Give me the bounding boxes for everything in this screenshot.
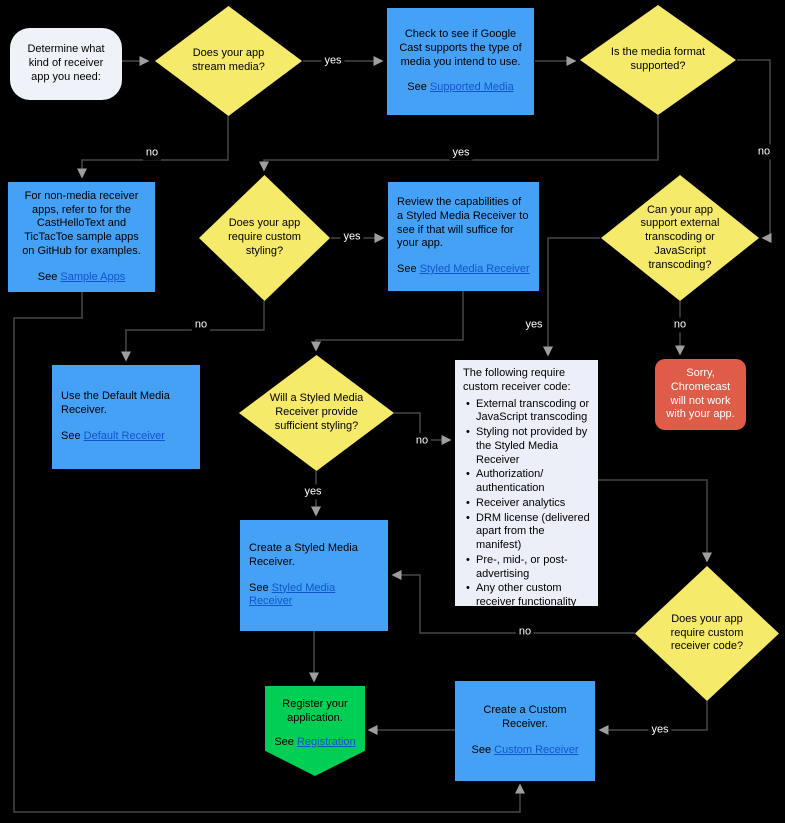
requirement-item: External transcoding or JavaScript trans… xyxy=(465,398,590,426)
decision-text: Is the media format supported? xyxy=(610,46,706,72)
edge-format-yes xyxy=(259,115,659,172)
edge-label-format-yes: yes xyxy=(449,145,473,161)
process-text: Review the capabilities of a Styled Medi… xyxy=(397,196,529,250)
terminal-text: Register your application. xyxy=(282,698,348,724)
process-text: Create a Styled Media Receiver. xyxy=(249,542,358,568)
requirement-item: Styling not provided by the Styled Media… xyxy=(465,426,590,467)
terminal-text: Sorry, Chromecast will not work with you… xyxy=(666,367,735,421)
see-line: See Styled Media Receiver xyxy=(397,263,530,277)
decision-text: Will a Styled Media Receiver provide suf… xyxy=(269,392,364,432)
process-text: Use the Default Media Receiver. xyxy=(61,390,170,417)
see-line: See Supported Media xyxy=(396,81,525,95)
list-title: The following require custom receiver co… xyxy=(463,367,571,393)
custom-receiver-link[interactable]: Custom Receiver xyxy=(494,743,579,756)
edge-label-sufficient-yes: yes xyxy=(301,484,325,500)
process-review-styled-receiver: Review the capabilities of a Styled Medi… xyxy=(388,182,539,291)
edge-transcoding-yes xyxy=(543,237,600,357)
requirement-item: Authorization/​authentication xyxy=(465,468,590,496)
info-custom-receiver-requirements: The following require custom receiver co… xyxy=(455,360,598,608)
requirement-item: Pre-, mid-, or post-advertising xyxy=(465,554,590,582)
edge-review-to-sufficient xyxy=(311,291,464,352)
edge-label-styling-no: no xyxy=(191,317,211,333)
process-non-media-sample-apps: For non-media receiver apps, refer to fo… xyxy=(8,182,155,292)
process-check-supported-media: Check to see if Google Cast supports the… xyxy=(387,8,534,115)
edge-label-sufficient-no: no xyxy=(412,433,432,449)
process-default-media-receiver: Use the Default Media Receiver. See Defa… xyxy=(52,365,200,469)
styled-media-receiver-link[interactable]: Styled Media Receiver xyxy=(249,581,336,608)
edge-code-yes xyxy=(598,701,708,735)
styled-media-receiver-link[interactable]: Styled Media Receiver xyxy=(419,263,530,276)
start-node: Determine what kind of receiver app you … xyxy=(10,28,122,100)
edge-label-stream-yes: yes xyxy=(321,53,345,69)
see-line: See Styled Media Receiver xyxy=(249,582,379,610)
requirement-item: Any other custom receiver functionality xyxy=(465,582,590,610)
decision-text: Does your app require custom styling? xyxy=(228,217,301,257)
edge-samples-to-custom xyxy=(13,292,525,813)
edge-label-format-no: no xyxy=(754,144,774,160)
edge-label-styling-yes: yes xyxy=(340,229,364,245)
registration-link[interactable]: Registration xyxy=(296,735,356,748)
supported-media-link[interactable]: Supported Media xyxy=(429,81,514,94)
see-line: See Sample Apps xyxy=(17,271,146,285)
see-line: See Custom Receiver xyxy=(464,744,586,758)
edge-label-code-no: no xyxy=(515,624,535,640)
decision-text: Does your app require custom receiver co… xyxy=(670,612,744,653)
process-text: For non-media receiver apps, refer to fo… xyxy=(22,189,141,257)
see-line: See Registration xyxy=(273,736,357,750)
see-prefix: See xyxy=(397,263,417,276)
requirement-list: External transcoding or JavaScript trans… xyxy=(465,398,590,610)
requirement-item: DRM license (delivered apart from the ma… xyxy=(465,512,590,553)
process-create-styled-receiver: Create a Styled Media Receiver. See Styl… xyxy=(240,520,388,631)
requirement-item: Receiver analytics xyxy=(465,497,590,511)
process-create-custom-receiver: Create a Custom Receiver. See Custom Rec… xyxy=(455,681,595,781)
see-prefix: See xyxy=(471,743,492,756)
decision-text: Does your app stream media? xyxy=(192,47,265,73)
see-prefix: See xyxy=(274,735,294,748)
edge-label-transcoding-yes: yes xyxy=(522,317,546,333)
process-text: Check to see if Google Cast supports the… xyxy=(399,28,522,68)
see-prefix: See xyxy=(249,581,269,594)
edge-label-code-yes: yes xyxy=(648,722,672,738)
see-prefix: See xyxy=(37,270,58,283)
edge-sufficient-no xyxy=(394,412,452,445)
process-text: Create a Custom Receiver. xyxy=(483,704,567,731)
edge-requirements-to-code xyxy=(598,479,712,563)
default-receiver-link[interactable]: Default Receiver xyxy=(83,429,165,442)
see-prefix: See xyxy=(61,429,81,442)
edge-label-stream-no: no xyxy=(142,145,162,161)
decision-text: Can your app support external transcodin… xyxy=(640,203,720,271)
start-node-text: Determine what kind of receiver app you … xyxy=(27,43,105,83)
edge-label-transcoding-no: no xyxy=(670,317,690,333)
see-prefix: See xyxy=(407,81,427,94)
terminal-not-supported: Sorry, Chromecast will not work with you… xyxy=(655,359,746,430)
sample-apps-link[interactable]: Sample Apps xyxy=(60,270,126,283)
see-line: See Default Receiver xyxy=(61,430,191,444)
